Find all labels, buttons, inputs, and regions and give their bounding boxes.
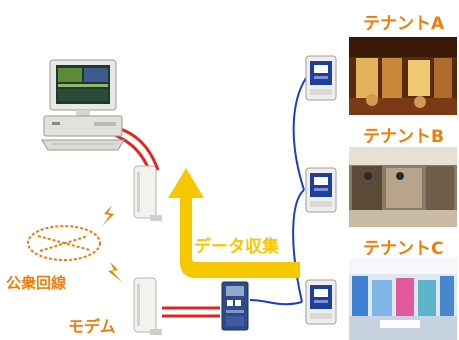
modem-label: モデム (68, 317, 116, 336)
power-meter-icon (305, 55, 337, 101)
red-cable-bottom (162, 306, 220, 318)
modem-icon (133, 277, 162, 335)
blue-cable (249, 77, 307, 306)
computer-icon (41, 59, 125, 151)
power-meter-icon (305, 167, 337, 213)
lightning-icon (102, 205, 114, 226)
data-collection-arrow-icon (168, 168, 300, 278)
tenant-b-photo (349, 147, 457, 227)
data-logger-icon (221, 281, 249, 331)
public-line-label: 公衆回線 (6, 274, 67, 292)
lightning-icon (108, 262, 122, 282)
tenant-c-photo (349, 258, 457, 340)
public-line-cloud-icon (27, 225, 101, 261)
tenant-a-photo (349, 37, 457, 115)
power-meter-icon (305, 279, 337, 325)
tenant-b-title: テナントB (363, 127, 444, 147)
modem-icon (133, 165, 162, 221)
tenant-c-title: テナントC (363, 239, 444, 259)
data-collection-label: データ収集 (194, 237, 279, 257)
tenant-a-title: テナントA (363, 14, 445, 34)
